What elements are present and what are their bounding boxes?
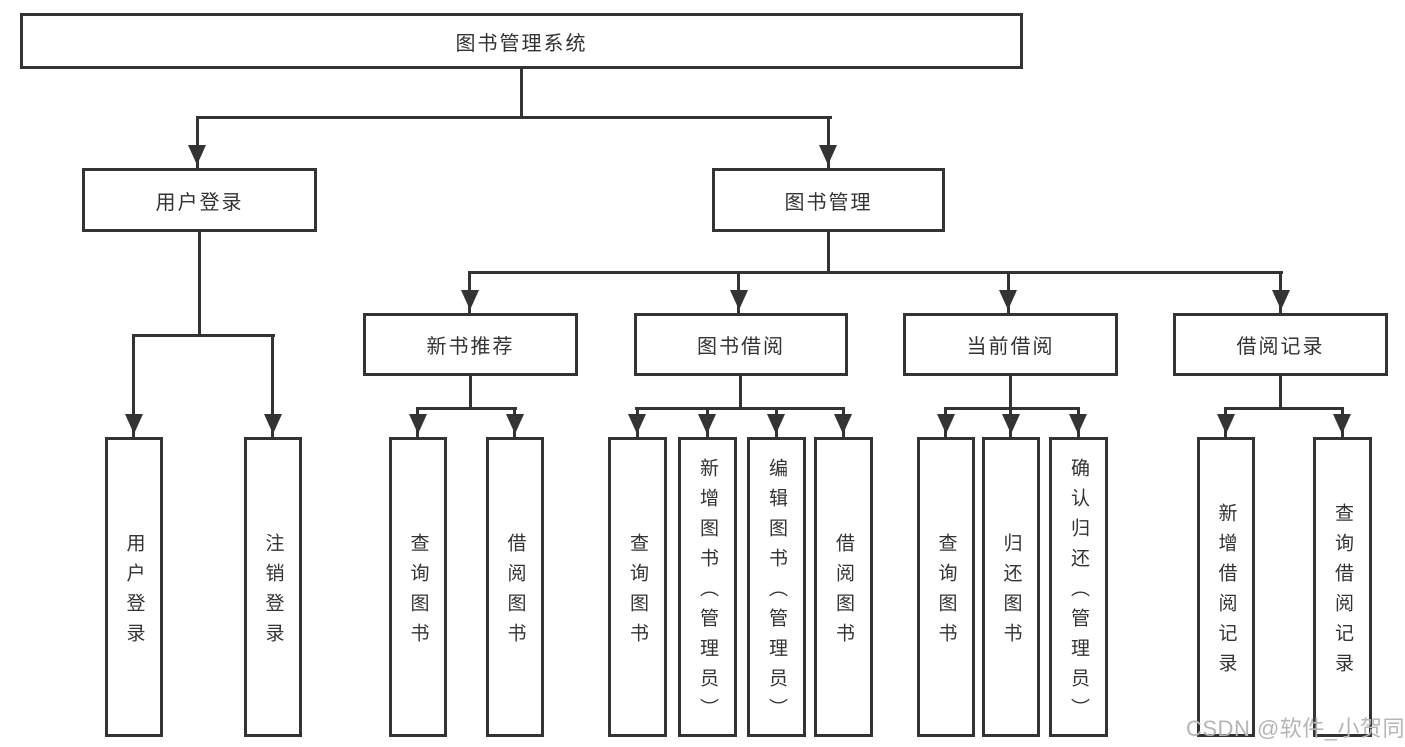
leaf-query-books: 查询图书 <box>608 437 667 737</box>
arrow-down-icon <box>188 145 206 165</box>
leaf-label: 确认归还（管理员） <box>1068 457 1089 728</box>
connector-vline <box>198 232 201 337</box>
leaf-label: 借阅图书 <box>504 532 526 653</box>
node-label: 借阅记录 <box>1236 336 1325 358</box>
leaf-user-login: 用户登录 <box>105 437 163 737</box>
connector-stem-vline <box>196 116 199 168</box>
leaf-label: 查询借阅记录 <box>1332 502 1353 683</box>
arrow-down-icon <box>1272 290 1290 310</box>
node-library-management-system: 图书管理系统 <box>20 13 1023 69</box>
leaf-borrow-books: 借阅图书 <box>814 437 873 737</box>
connector-hline <box>416 407 517 410</box>
leaf-confirm-return-admin: 确认归还（管理员） <box>1049 437 1108 737</box>
connector-vline <box>1279 376 1282 410</box>
arrow-down-icon <box>1333 414 1351 434</box>
connector-hline <box>1224 407 1344 410</box>
leaf-label: 编辑图书（管理员） <box>766 457 787 728</box>
arrow-down-icon <box>1217 414 1235 434</box>
connector-vline <box>469 376 472 410</box>
connector-vline <box>1009 376 1012 410</box>
leaf-logout: 注销登录 <box>244 437 302 737</box>
arrow-down-icon <box>461 290 479 310</box>
node-book-management: 图书管理 <box>712 168 945 232</box>
leaf-label: 借阅图书 <box>833 532 854 653</box>
node-current-borrowing: 当前借阅 <box>903 313 1118 376</box>
arrow-down-icon <box>937 414 955 434</box>
connector-hline <box>468 271 1283 274</box>
arrow-down-icon <box>819 145 837 165</box>
arrow-down-icon <box>999 290 1017 310</box>
leaf-label: 归还图书 <box>1000 532 1022 653</box>
leaf-query-borrow-record: 查询借阅记录 <box>1313 437 1372 737</box>
node-label: 图书管理 <box>784 191 873 214</box>
arrow-down-icon <box>834 414 852 434</box>
node-user-login: 用户登录 <box>82 168 317 232</box>
arrow-down-icon <box>506 414 524 434</box>
node-label: 图书管理系统 <box>455 32 588 55</box>
connector-hline <box>196 116 832 119</box>
connector-stem-vline <box>271 334 274 437</box>
connector-vline <box>827 232 830 274</box>
connector-hline <box>635 407 845 410</box>
leaf-borrow-books: 借阅图书 <box>486 437 544 737</box>
leaf-add-borrow-record: 新增借阅记录 <box>1197 437 1255 737</box>
connector-hline <box>132 334 275 337</box>
leaf-add-books-admin: 新增图书（管理员） <box>678 437 737 737</box>
leaf-label: 查询图书 <box>935 532 957 653</box>
arrow-down-icon <box>767 414 785 434</box>
node-label: 图书借阅 <box>697 336 785 358</box>
arrow-down-icon <box>409 414 427 434</box>
leaf-label: 查询图书 <box>407 532 429 653</box>
arrow-down-icon <box>125 414 143 434</box>
leaf-label: 查询图书 <box>627 532 648 653</box>
connector-stem-vline <box>827 116 830 168</box>
arrow-down-icon <box>264 414 282 434</box>
leaf-label: 新增借阅记录 <box>1215 502 1237 683</box>
node-borrowing-records: 借阅记录 <box>1173 313 1388 376</box>
arrow-down-icon <box>730 290 748 310</box>
node-label: 新书推荐 <box>426 336 515 358</box>
node-new-book-recommendation: 新书推荐 <box>363 313 578 376</box>
leaf-label: 用户登录 <box>123 532 145 653</box>
connector-vline <box>739 376 742 410</box>
connector-stem-vline <box>132 334 135 437</box>
leaf-label: 注销登录 <box>262 532 284 653</box>
node-book-borrowing: 图书借阅 <box>634 313 848 376</box>
leaf-label: 新增图书（管理员） <box>697 457 718 728</box>
leaf-query-books: 查询图书 <box>389 437 447 737</box>
arrow-down-icon <box>698 414 716 434</box>
leaf-query-books: 查询图书 <box>917 437 975 737</box>
leaf-edit-books-admin: 编辑图书（管理员） <box>747 437 806 737</box>
node-label: 当前借阅 <box>966 336 1055 358</box>
arrow-down-icon <box>628 414 646 434</box>
leaf-return-books: 归还图书 <box>982 437 1040 737</box>
connector-hline <box>944 407 1080 410</box>
arrow-down-icon <box>1069 414 1087 434</box>
connector-vline <box>520 69 523 119</box>
csdn-watermark: CSDN @软件_小贺同学 <box>1186 716 1405 741</box>
arrow-down-icon <box>1002 414 1020 434</box>
node-label: 用户登录 <box>155 191 244 214</box>
